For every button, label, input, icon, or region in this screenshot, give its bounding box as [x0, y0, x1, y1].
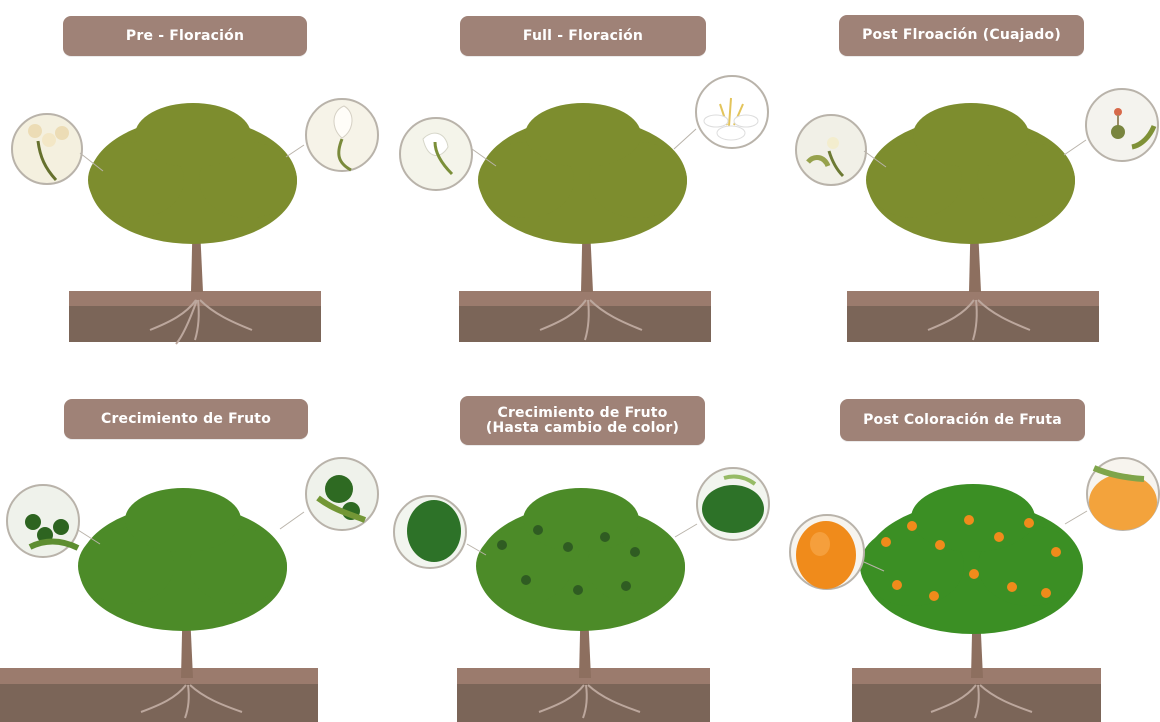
tree-illustration: [390, 0, 780, 360]
stage-pre-floracion: Pre - Floración: [0, 0, 390, 360]
stage-crecimiento-hasta-color: Crecimiento de Fruto (Hasta cambio de co…: [390, 360, 780, 722]
stage-full-floracion: Full - Floración: [390, 0, 780, 360]
stage-post-floracion: Post Flroación (Cuajado): [780, 0, 1160, 360]
flower-closeup-left: [12, 114, 82, 184]
foliage: [88, 103, 297, 244]
tree-illustration: [390, 360, 780, 722]
stage-crecimiento-fruto: Crecimiento de Fruto: [0, 360, 390, 722]
stage-post-coloracion: Post Coloración de Fruta: [780, 360, 1160, 722]
tree-illustration: [780, 0, 1160, 360]
soil: [69, 291, 321, 342]
tree-illustration: [780, 360, 1160, 722]
tree-illustration: [0, 360, 390, 722]
tree-illustration: [0, 0, 390, 360]
